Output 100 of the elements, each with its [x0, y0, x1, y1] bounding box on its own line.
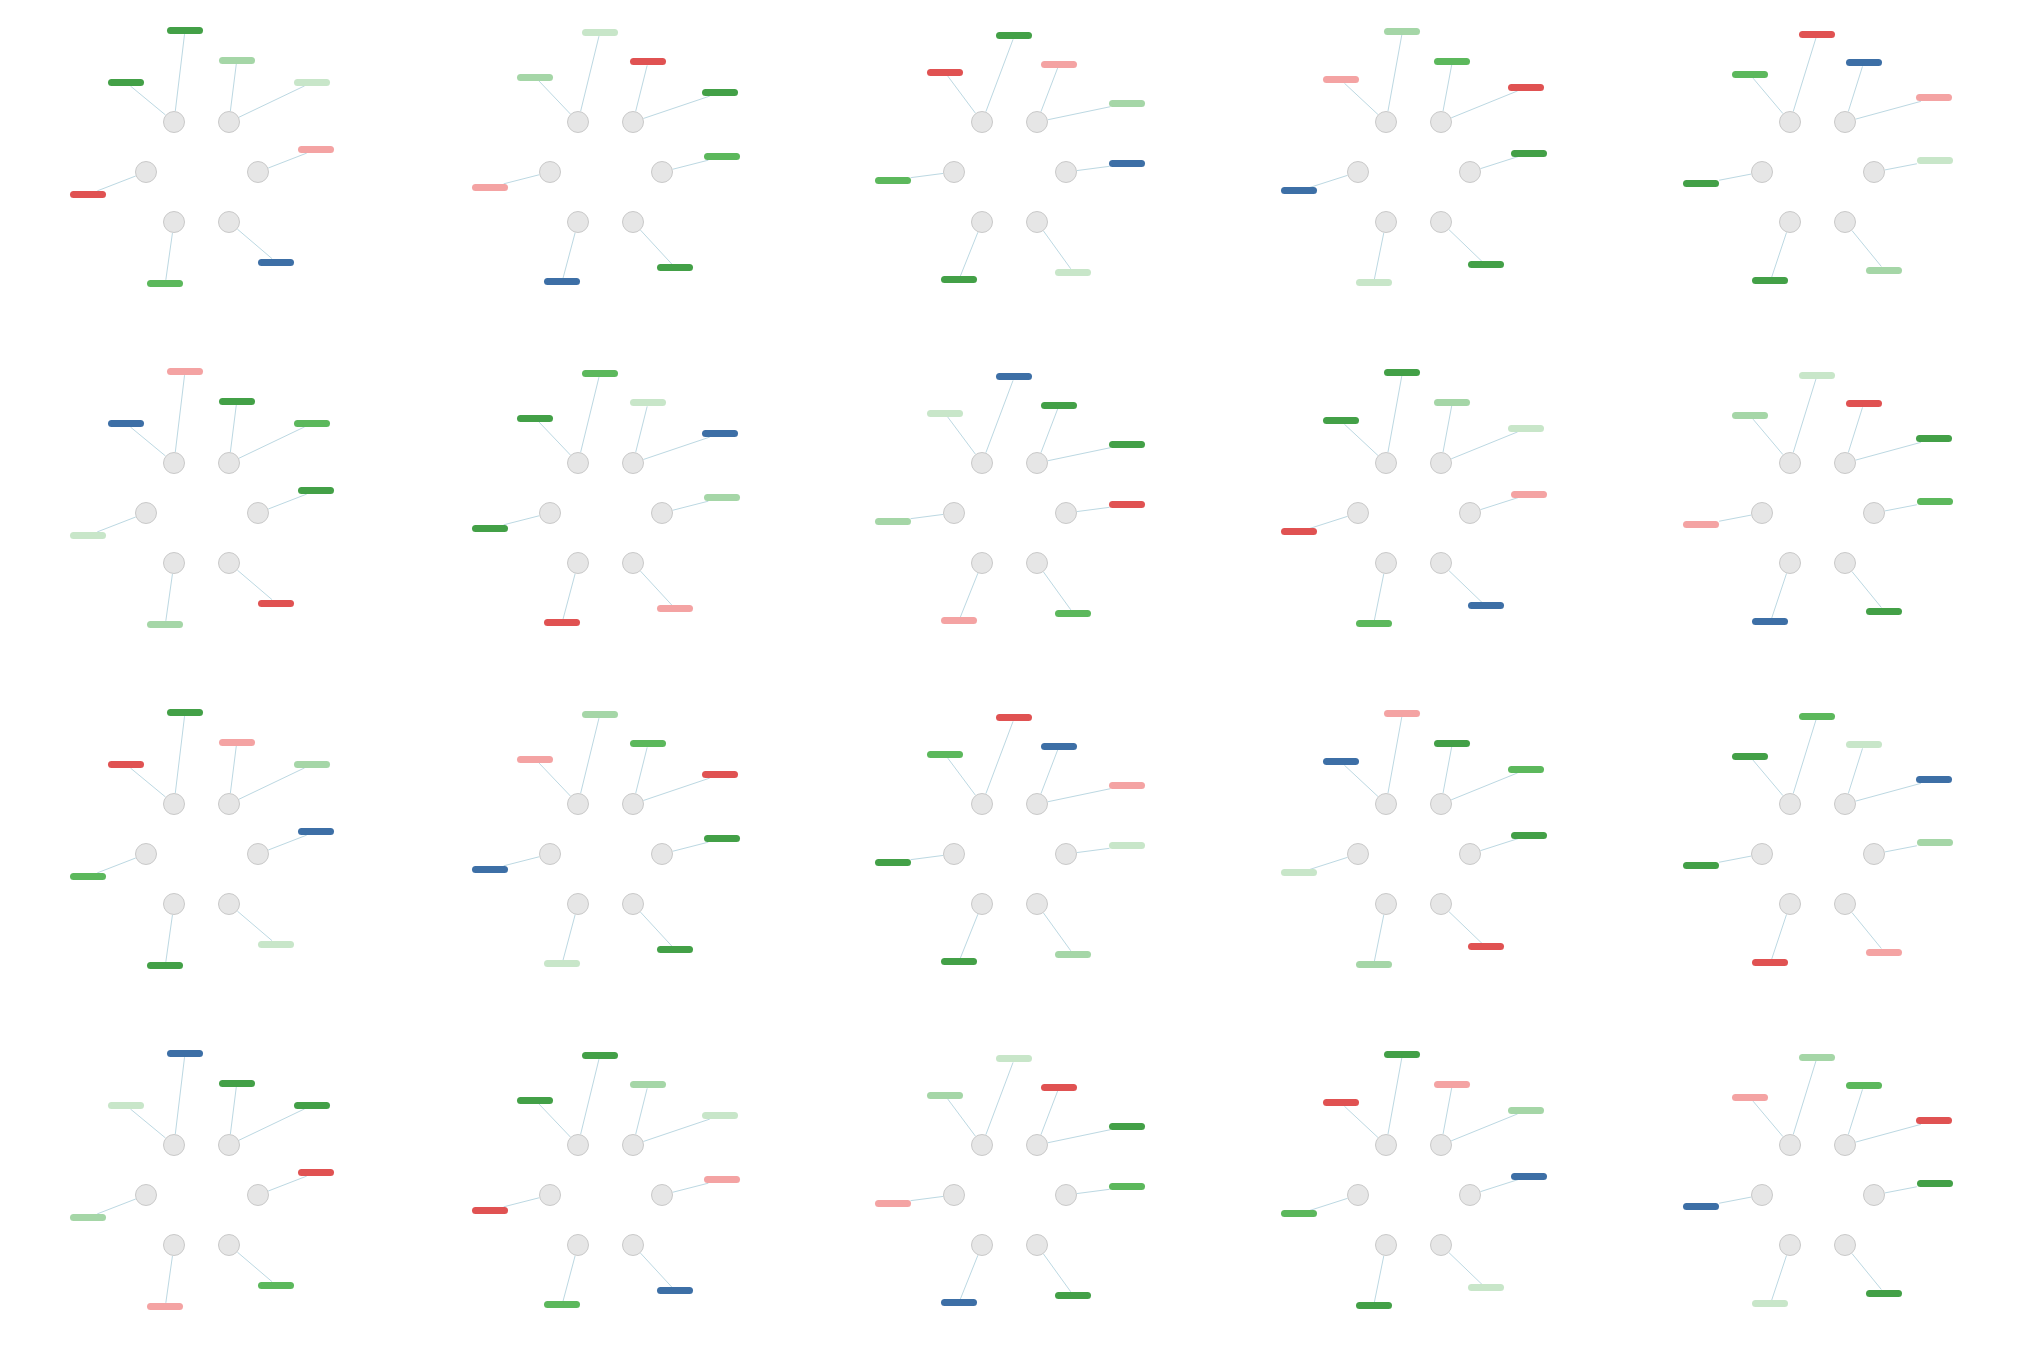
- connector-line: [503, 174, 540, 185]
- node-pill: [926, 409, 963, 417]
- node-pill: [517, 73, 554, 81]
- connector-line: [1884, 845, 1918, 853]
- connector-line: [129, 1108, 166, 1139]
- node-pill: [1109, 781, 1146, 789]
- node-pill: [1752, 959, 1789, 967]
- connector-line: [1373, 573, 1385, 621]
- connector-line: [503, 515, 540, 526]
- node-pill: [1683, 862, 1720, 870]
- connector-line: [1480, 497, 1519, 511]
- node-pill: [1109, 99, 1146, 107]
- node-pill: [581, 29, 618, 37]
- connector-line: [1851, 571, 1882, 608]
- connector-line: [1343, 82, 1379, 115]
- node-pill: [1732, 1094, 1769, 1102]
- connector-line: [267, 493, 308, 510]
- node-pill: [147, 1302, 184, 1310]
- node-pill: [1732, 71, 1769, 79]
- connector-line: [1718, 173, 1752, 181]
- node-pill: [108, 420, 145, 427]
- node-pill: [1467, 1284, 1504, 1292]
- node-pill: [471, 1206, 508, 1214]
- node-pill: [1732, 412, 1769, 420]
- node-pill: [874, 1199, 911, 1207]
- connector-line: [1771, 572, 1788, 619]
- node-pill: [1915, 776, 1952, 784]
- node-pill: [108, 761, 145, 768]
- node-pill: [147, 279, 184, 287]
- node-pill: [657, 1287, 694, 1295]
- node-pill: [1055, 609, 1092, 617]
- connector-line: [129, 767, 166, 798]
- connector-line: [1448, 1252, 1483, 1285]
- connector-line: [174, 33, 186, 112]
- connector-line: [1442, 746, 1453, 794]
- connector-line: [910, 1195, 944, 1202]
- connector-line: [1771, 1254, 1788, 1301]
- node-pill: [1508, 424, 1545, 432]
- node-pill: [1384, 368, 1421, 376]
- connector-line: [1442, 64, 1453, 112]
- node-pill: [1055, 950, 1092, 958]
- connector-line: [1884, 1186, 1918, 1194]
- node-pill: [1434, 398, 1471, 406]
- node-pill: [517, 755, 554, 763]
- node-pill: [517, 414, 554, 422]
- connector-line: [238, 767, 306, 800]
- connector-line: [1450, 1113, 1519, 1142]
- node-pill: [1511, 831, 1548, 839]
- connector-line: [635, 64, 648, 112]
- node-pill: [1055, 1291, 1092, 1299]
- node-pill: [1915, 1117, 1952, 1125]
- connector-line: [1847, 1088, 1863, 1135]
- connector-line: [562, 1255, 576, 1302]
- node-pill: [108, 1102, 145, 1109]
- connector-line: [129, 426, 166, 457]
- connector-line: [1480, 1179, 1519, 1193]
- node-pill: [1467, 943, 1504, 951]
- connector-line: [1448, 911, 1483, 944]
- node-pill: [1511, 149, 1548, 157]
- connector-line: [1309, 1197, 1348, 1211]
- node-pill: [926, 68, 963, 76]
- connector-line: [1450, 431, 1519, 460]
- connector-line: [672, 500, 709, 511]
- connector-line: [639, 1252, 673, 1288]
- node-pill: [1355, 961, 1392, 969]
- node-pill: [1799, 371, 1836, 379]
- node-pill: [1915, 94, 1952, 102]
- connector-line: [639, 911, 673, 947]
- connector-line: [672, 1182, 709, 1193]
- node-pill: [1434, 1080, 1471, 1088]
- node-pill: [1467, 602, 1504, 610]
- connector-line: [1847, 747, 1863, 794]
- connector-line: [1076, 847, 1110, 854]
- connector-line: [1040, 67, 1059, 113]
- connector-line: [165, 1255, 173, 1304]
- node-pill: [581, 1052, 618, 1060]
- connector-line: [1855, 782, 1922, 802]
- connector-line: [1450, 90, 1519, 119]
- connector-line: [96, 857, 137, 874]
- node-pill: [1916, 497, 1953, 505]
- connector-line: [238, 1108, 306, 1141]
- node-pill: [1915, 435, 1952, 443]
- node-pill: [1109, 440, 1146, 448]
- node-pill: [704, 153, 741, 161]
- node-pill: [1683, 1203, 1720, 1211]
- node-pill: [258, 940, 295, 948]
- connector-line: [562, 573, 576, 620]
- connector-line: [503, 1197, 540, 1208]
- node-pill: [471, 865, 508, 873]
- connector-line: [580, 35, 600, 112]
- connector-line: [642, 1118, 711, 1142]
- node-pill: [704, 1176, 741, 1184]
- connector-line: [1309, 856, 1348, 870]
- node-pill: [1109, 1183, 1146, 1191]
- node-pill: [702, 1112, 739, 1120]
- connector-line: [538, 421, 571, 456]
- connector-line: [1387, 1057, 1403, 1135]
- connector-line: [229, 63, 237, 112]
- connector-line: [1343, 764, 1379, 797]
- connector-line: [1480, 156, 1519, 170]
